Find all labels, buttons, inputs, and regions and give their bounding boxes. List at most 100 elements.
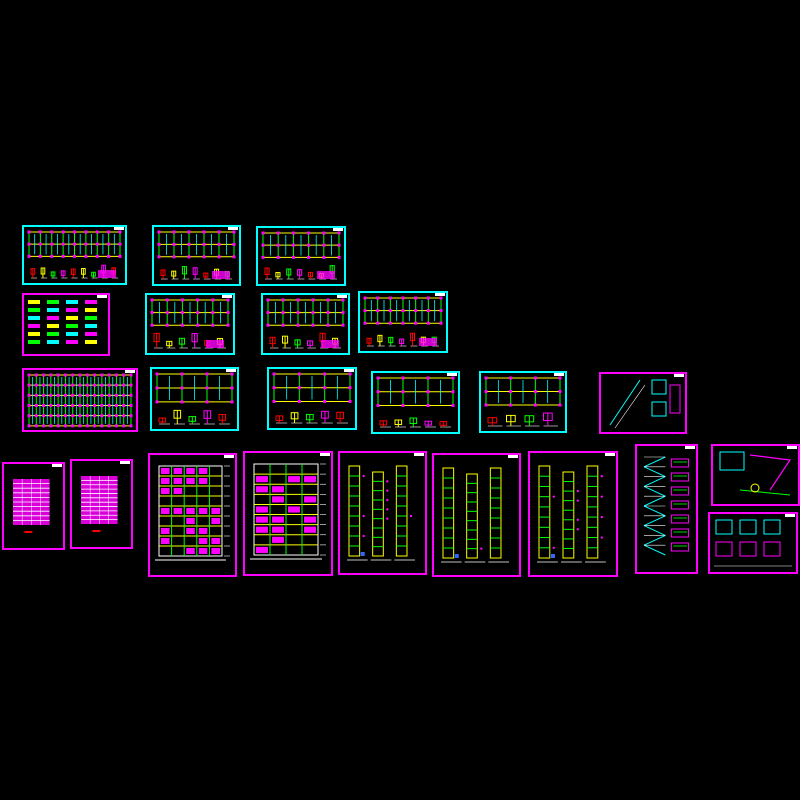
- legend-swatch: [85, 300, 97, 304]
- column-mark: [34, 393, 38, 397]
- stair-line: [614, 384, 646, 429]
- column-mark: [322, 231, 326, 235]
- column-mark: [558, 376, 562, 380]
- column-mark: [38, 254, 42, 258]
- column-mark: [323, 386, 327, 390]
- column-mark: [401, 296, 405, 300]
- sheet-border: [358, 291, 448, 353]
- sheet-plan-8: [267, 367, 357, 430]
- sheet-plan-7: [150, 367, 239, 431]
- sheet-border: [432, 453, 521, 577]
- wall-panel: [304, 496, 316, 503]
- column-mark: [484, 403, 488, 407]
- legend-swatch: [28, 316, 40, 320]
- column-mark: [187, 255, 191, 259]
- column-mark: [118, 230, 122, 234]
- column-mark: [71, 393, 75, 397]
- column-mark: [281, 298, 285, 302]
- wall-panel: [272, 516, 284, 523]
- column-strip: [489, 467, 502, 559]
- column-mark: [34, 424, 38, 428]
- sheet-column-sections-2: [432, 453, 521, 577]
- column-mark: [307, 243, 311, 247]
- column-mark: [63, 404, 67, 408]
- column-mark: [63, 424, 67, 428]
- column-mark: [73, 254, 76, 258]
- column-mark: [348, 372, 352, 376]
- column-mark: [187, 242, 191, 246]
- column-mark: [107, 242, 111, 246]
- column-mark: [426, 296, 430, 300]
- blue-mark: [360, 552, 365, 556]
- column-mark: [27, 230, 31, 234]
- rebar-mark: [386, 489, 389, 492]
- rebar-mark: [552, 495, 555, 498]
- rebar-mark: [362, 474, 365, 478]
- wall-panel: [288, 476, 300, 483]
- column-mark: [157, 230, 161, 234]
- column-mark: [217, 230, 221, 234]
- column-mark: [337, 231, 341, 235]
- column-mark: [122, 393, 126, 397]
- column-mark: [226, 311, 230, 315]
- column-mark: [211, 311, 215, 315]
- column-mark: [63, 383, 67, 387]
- column-mark: [78, 404, 82, 408]
- title-block: [224, 455, 234, 458]
- column-mark: [38, 230, 42, 234]
- column-mark: [426, 309, 430, 313]
- sheet-stair-details: [599, 372, 687, 434]
- column-mark: [376, 376, 380, 380]
- column-mark: [27, 404, 31, 408]
- sheet-column-sections-3: [528, 451, 618, 577]
- title-block: [435, 293, 445, 296]
- title-block: [554, 373, 564, 376]
- wall-panel: [161, 478, 170, 484]
- column-mark: [122, 383, 126, 387]
- title-block: [228, 227, 238, 230]
- column-mark: [42, 404, 46, 408]
- column-mark: [100, 424, 104, 428]
- column-mark: [261, 243, 265, 247]
- wall-panel: [211, 508, 220, 514]
- title-block: [52, 464, 62, 467]
- column-mark: [42, 373, 46, 377]
- legend-swatch: [47, 308, 59, 312]
- column-mark: [401, 321, 405, 325]
- stair-flight: [643, 456, 666, 468]
- column-mark: [122, 373, 126, 377]
- column-mark: [401, 390, 405, 394]
- column-mark: [78, 424, 82, 428]
- legend-swatch: [66, 324, 78, 328]
- title-block: [674, 374, 684, 377]
- column-mark: [323, 372, 327, 376]
- column-mark: [93, 424, 97, 428]
- column-mark: [363, 296, 367, 300]
- title-block: [120, 461, 130, 464]
- rebar-mark: [600, 515, 603, 519]
- wall-panel: [272, 496, 284, 503]
- column-mark: [63, 373, 67, 377]
- column-mark: [376, 309, 380, 313]
- wall-panel: [173, 488, 183, 494]
- wall-panel: [198, 508, 208, 514]
- sheet-border: [150, 367, 239, 431]
- sheet-elevation-2: [243, 451, 333, 576]
- column-mark: [84, 230, 88, 234]
- column-mark: [322, 243, 326, 247]
- column-mark: [337, 243, 341, 247]
- column-mark: [85, 373, 89, 377]
- column-mark: [114, 424, 118, 428]
- column-mark: [38, 242, 42, 246]
- column-mark: [114, 414, 118, 418]
- title-block: [114, 227, 124, 230]
- column-mark: [311, 323, 315, 327]
- legend-swatch: [28, 340, 40, 344]
- column-mark: [71, 414, 75, 418]
- sheet-plan-1: [22, 225, 127, 285]
- wall-panel: [198, 468, 208, 474]
- detail-box: [739, 519, 757, 535]
- sheet-border: [338, 451, 427, 575]
- column-mark: [266, 323, 270, 327]
- column-mark: [107, 393, 111, 397]
